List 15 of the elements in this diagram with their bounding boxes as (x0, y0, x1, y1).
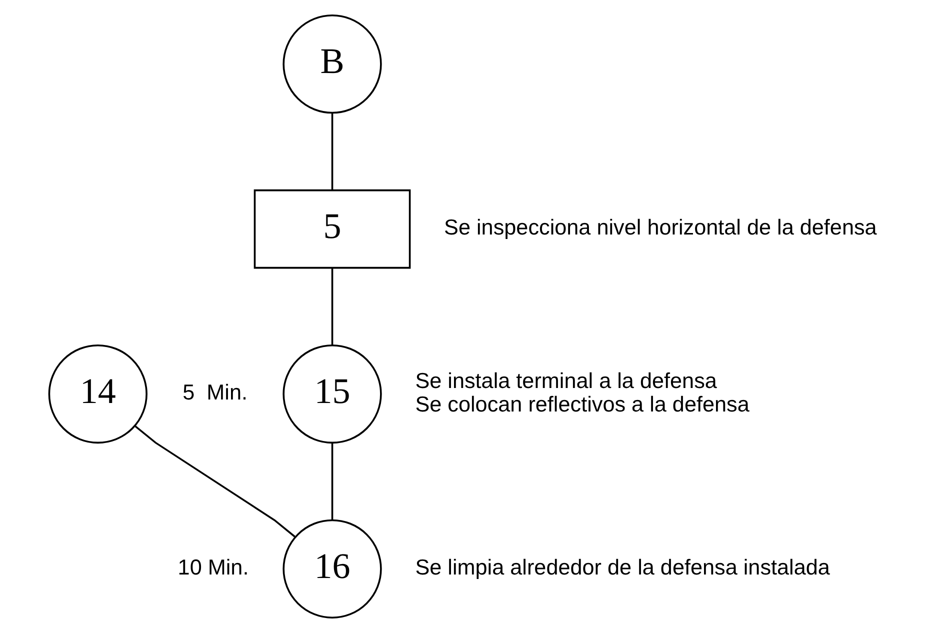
node-label: Se inspecciona nivel horizontal de la defensa (444, 214, 876, 240)
node-circle: B (282, 14, 382, 114)
node-circle: 15 (282, 344, 382, 444)
node-label: Se colocan reflectivos a la defensa (414, 391, 749, 416)
node-label: Se instala terminal a la defensa (414, 368, 716, 393)
node-circle: 16 (282, 519, 382, 618)
node-circle: 14 (48, 344, 147, 444)
connector (330, 443, 333, 520)
node-label: Se limpia alrededor de la defensa instalada (414, 554, 830, 580)
node-label: 5 Min. (182, 380, 248, 405)
connector (134, 426, 295, 538)
node-label: 10 Min. (177, 554, 248, 580)
node-box: 5 (253, 189, 410, 269)
connector (330, 268, 333, 346)
connector (330, 113, 333, 190)
